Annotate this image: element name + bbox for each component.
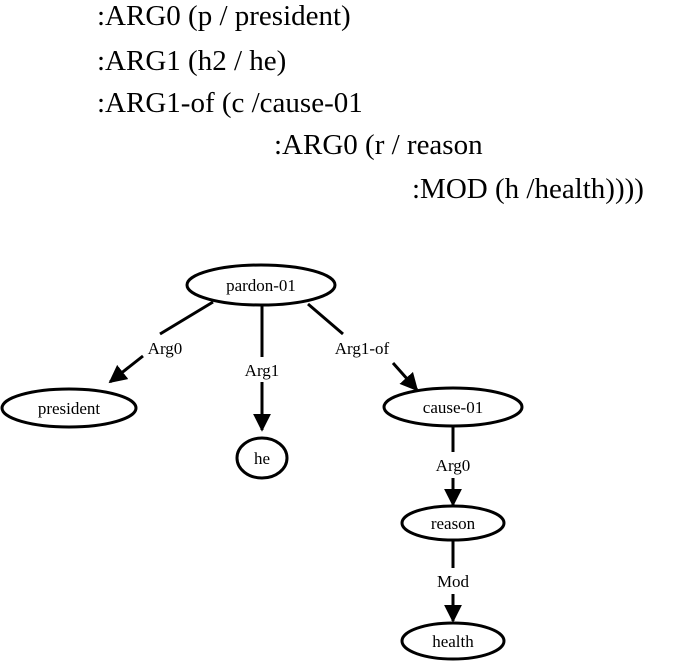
svg-text:reason: reason [431, 514, 476, 533]
node-pardon-01: pardon-01 [185, 263, 337, 307]
amr-line-2: :ARG1 (h2 / he) [97, 45, 287, 77]
node-cause-01: cause-01 [382, 386, 524, 428]
amr-line-3: :ARG1-of (c /cause-01 [97, 87, 363, 119]
amr-line-4: :ARG0 (r / reason [274, 129, 483, 161]
edge-root-he: Arg1 [245, 305, 280, 430]
edge-label-arg0-2: Arg0 [436, 456, 471, 475]
edge-root-president: Arg0 [110, 300, 214, 382]
node-health: health [400, 621, 506, 661]
svg-text:president: president [38, 399, 101, 418]
node-president: president [0, 387, 138, 429]
svg-text:cause-01: cause-01 [423, 398, 483, 417]
edge-label-arg1-of: Arg1-of [335, 339, 390, 358]
svg-text:health: health [432, 632, 474, 651]
edge-label-arg0: Arg0 [148, 339, 183, 358]
node-he: he [235, 436, 289, 480]
edge-root-cause: Arg1-of [307, 302, 417, 390]
node-reason: reason [400, 504, 506, 542]
edge-cause-reason: Arg0 [436, 425, 471, 505]
amr-line-5: :MOD (h /health)))) [412, 173, 644, 205]
amr-line-1: :ARG0 (p / president) [97, 0, 351, 32]
svg-text:pardon-01: pardon-01 [226, 276, 296, 295]
edge-label-mod: Mod [437, 572, 470, 591]
edge-reason-health: Mod [437, 540, 470, 621]
edge-label-arg1: Arg1 [245, 361, 280, 380]
svg-text:he: he [254, 449, 270, 468]
